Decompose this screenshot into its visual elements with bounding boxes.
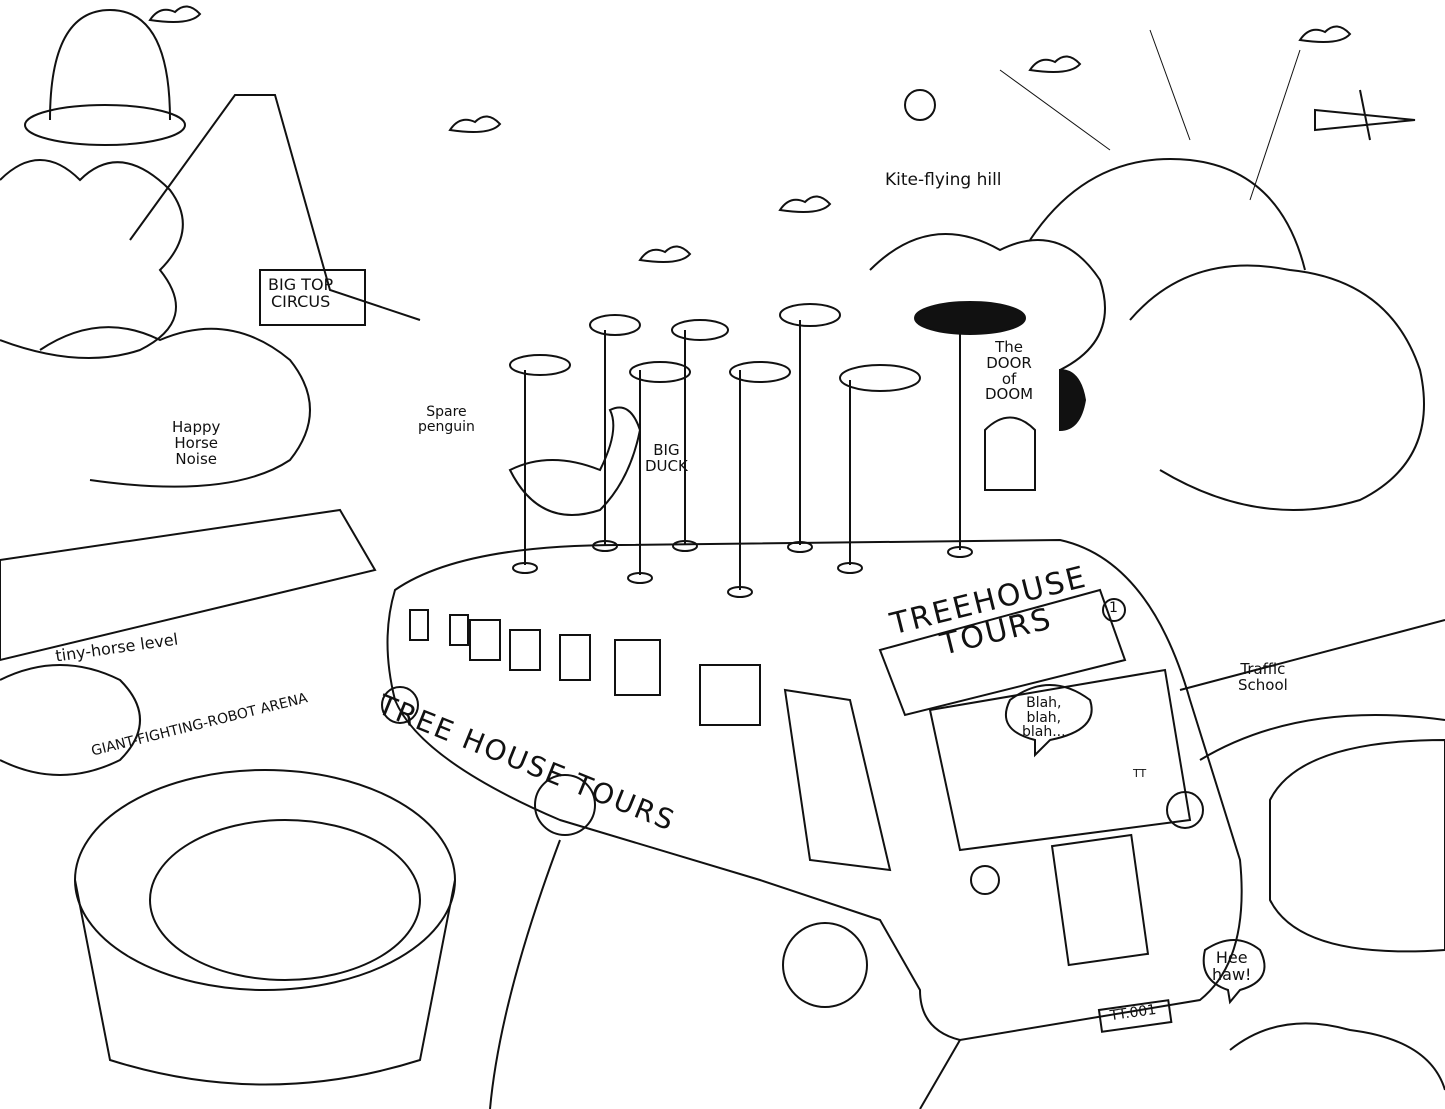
tour-bus	[381, 538, 1243, 1042]
bus-route-number: 1	[1109, 600, 1118, 616]
door-of-doom-label: The DOOR of DOOM	[985, 338, 1034, 404]
robot-arena	[74, 769, 456, 991]
penguin-birds	[509, 301, 1026, 392]
bird-perches	[512, 320, 973, 598]
airplane	[1314, 89, 1416, 141]
big-duck	[508, 406, 642, 516]
tiny-horse-platform	[0, 508, 377, 662]
trees	[0, 159, 1445, 1091]
circus-label: BIG TOP CIRCUS	[268, 275, 334, 311]
hee-haw-text: Hee haw!	[1212, 948, 1252, 984]
big-duck-label: BIG DUCK	[645, 441, 688, 475]
speech-text: Blah, blah, blah...	[1022, 695, 1066, 741]
spare-penguin-label: Spare penguin	[418, 404, 475, 435]
clouds	[148, 5, 1352, 263]
speech-bubble	[1005, 684, 1093, 758]
kite-hill	[1029, 158, 1306, 271]
horse-noise-label: Happy Horse Noise	[172, 418, 221, 468]
circus-sign	[259, 269, 366, 326]
door-of-doom	[984, 416, 1036, 491]
hee-haw-bubble	[1202, 939, 1266, 1005]
roads	[489, 619, 1445, 1109]
sun	[904, 89, 936, 121]
driver-badge: TT	[1133, 767, 1147, 780]
circus-tent	[129, 94, 421, 321]
glass-dome	[49, 8, 171, 121]
kite-hill-label: Kite-flying hill	[885, 170, 1002, 190]
traffic-school-label: Traffic School	[1238, 660, 1288, 694]
